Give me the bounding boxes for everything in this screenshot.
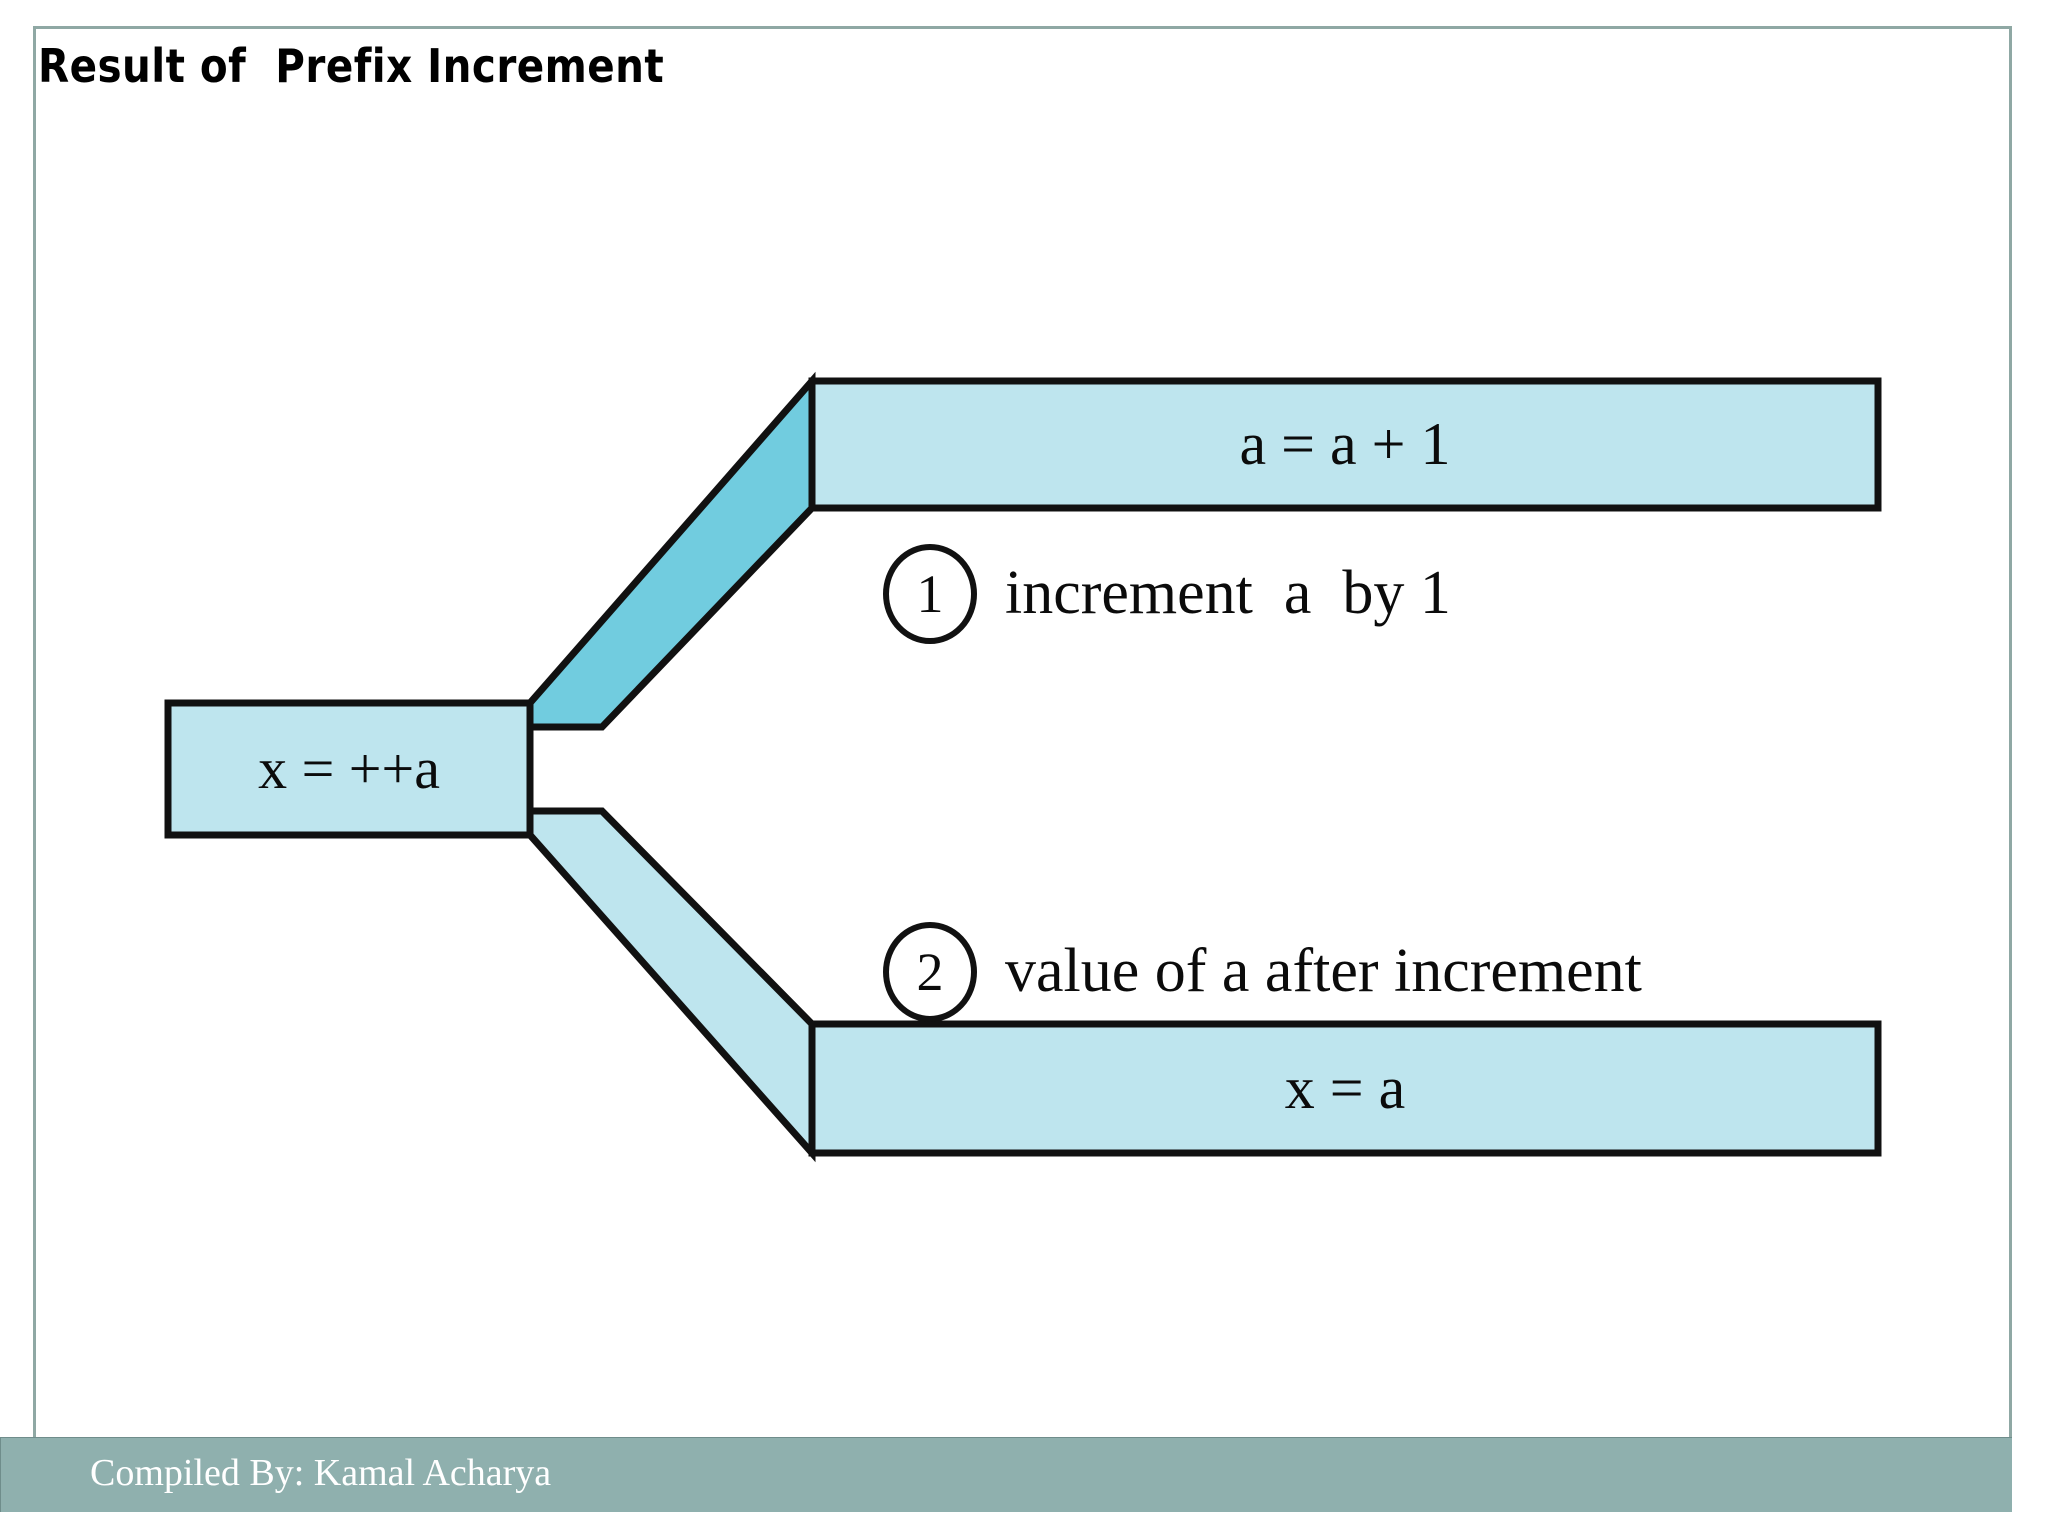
- result-box-assign: [808, 1020, 1882, 1157]
- marker-circle-1: [883, 544, 977, 644]
- branch-arm-increment: [526, 371, 816, 731]
- result-box-increment: [808, 377, 1882, 512]
- page-title: Result of Prefix Increment: [38, 39, 665, 93]
- source-statement-label: x = ++a: [258, 736, 440, 801]
- marker-number-2: 2: [916, 942, 944, 1002]
- annotation-assign: value of a after increment: [1005, 937, 1642, 1005]
- source-statement-box: [164, 699, 534, 839]
- footer-credit: Compiled By: Kamal Acharya: [90, 1452, 552, 1494]
- branch-arm-assign: [526, 807, 816, 1163]
- marker-number-1: 1: [916, 564, 944, 624]
- footer-bar: [0, 1437, 2012, 1512]
- annotation-increment: increment a by 1: [1005, 559, 1451, 627]
- marker-circle-2: [883, 922, 977, 1022]
- result-label-increment: a = a + 1: [1239, 411, 1451, 477]
- result-label-assign: x = a: [1284, 1055, 1406, 1121]
